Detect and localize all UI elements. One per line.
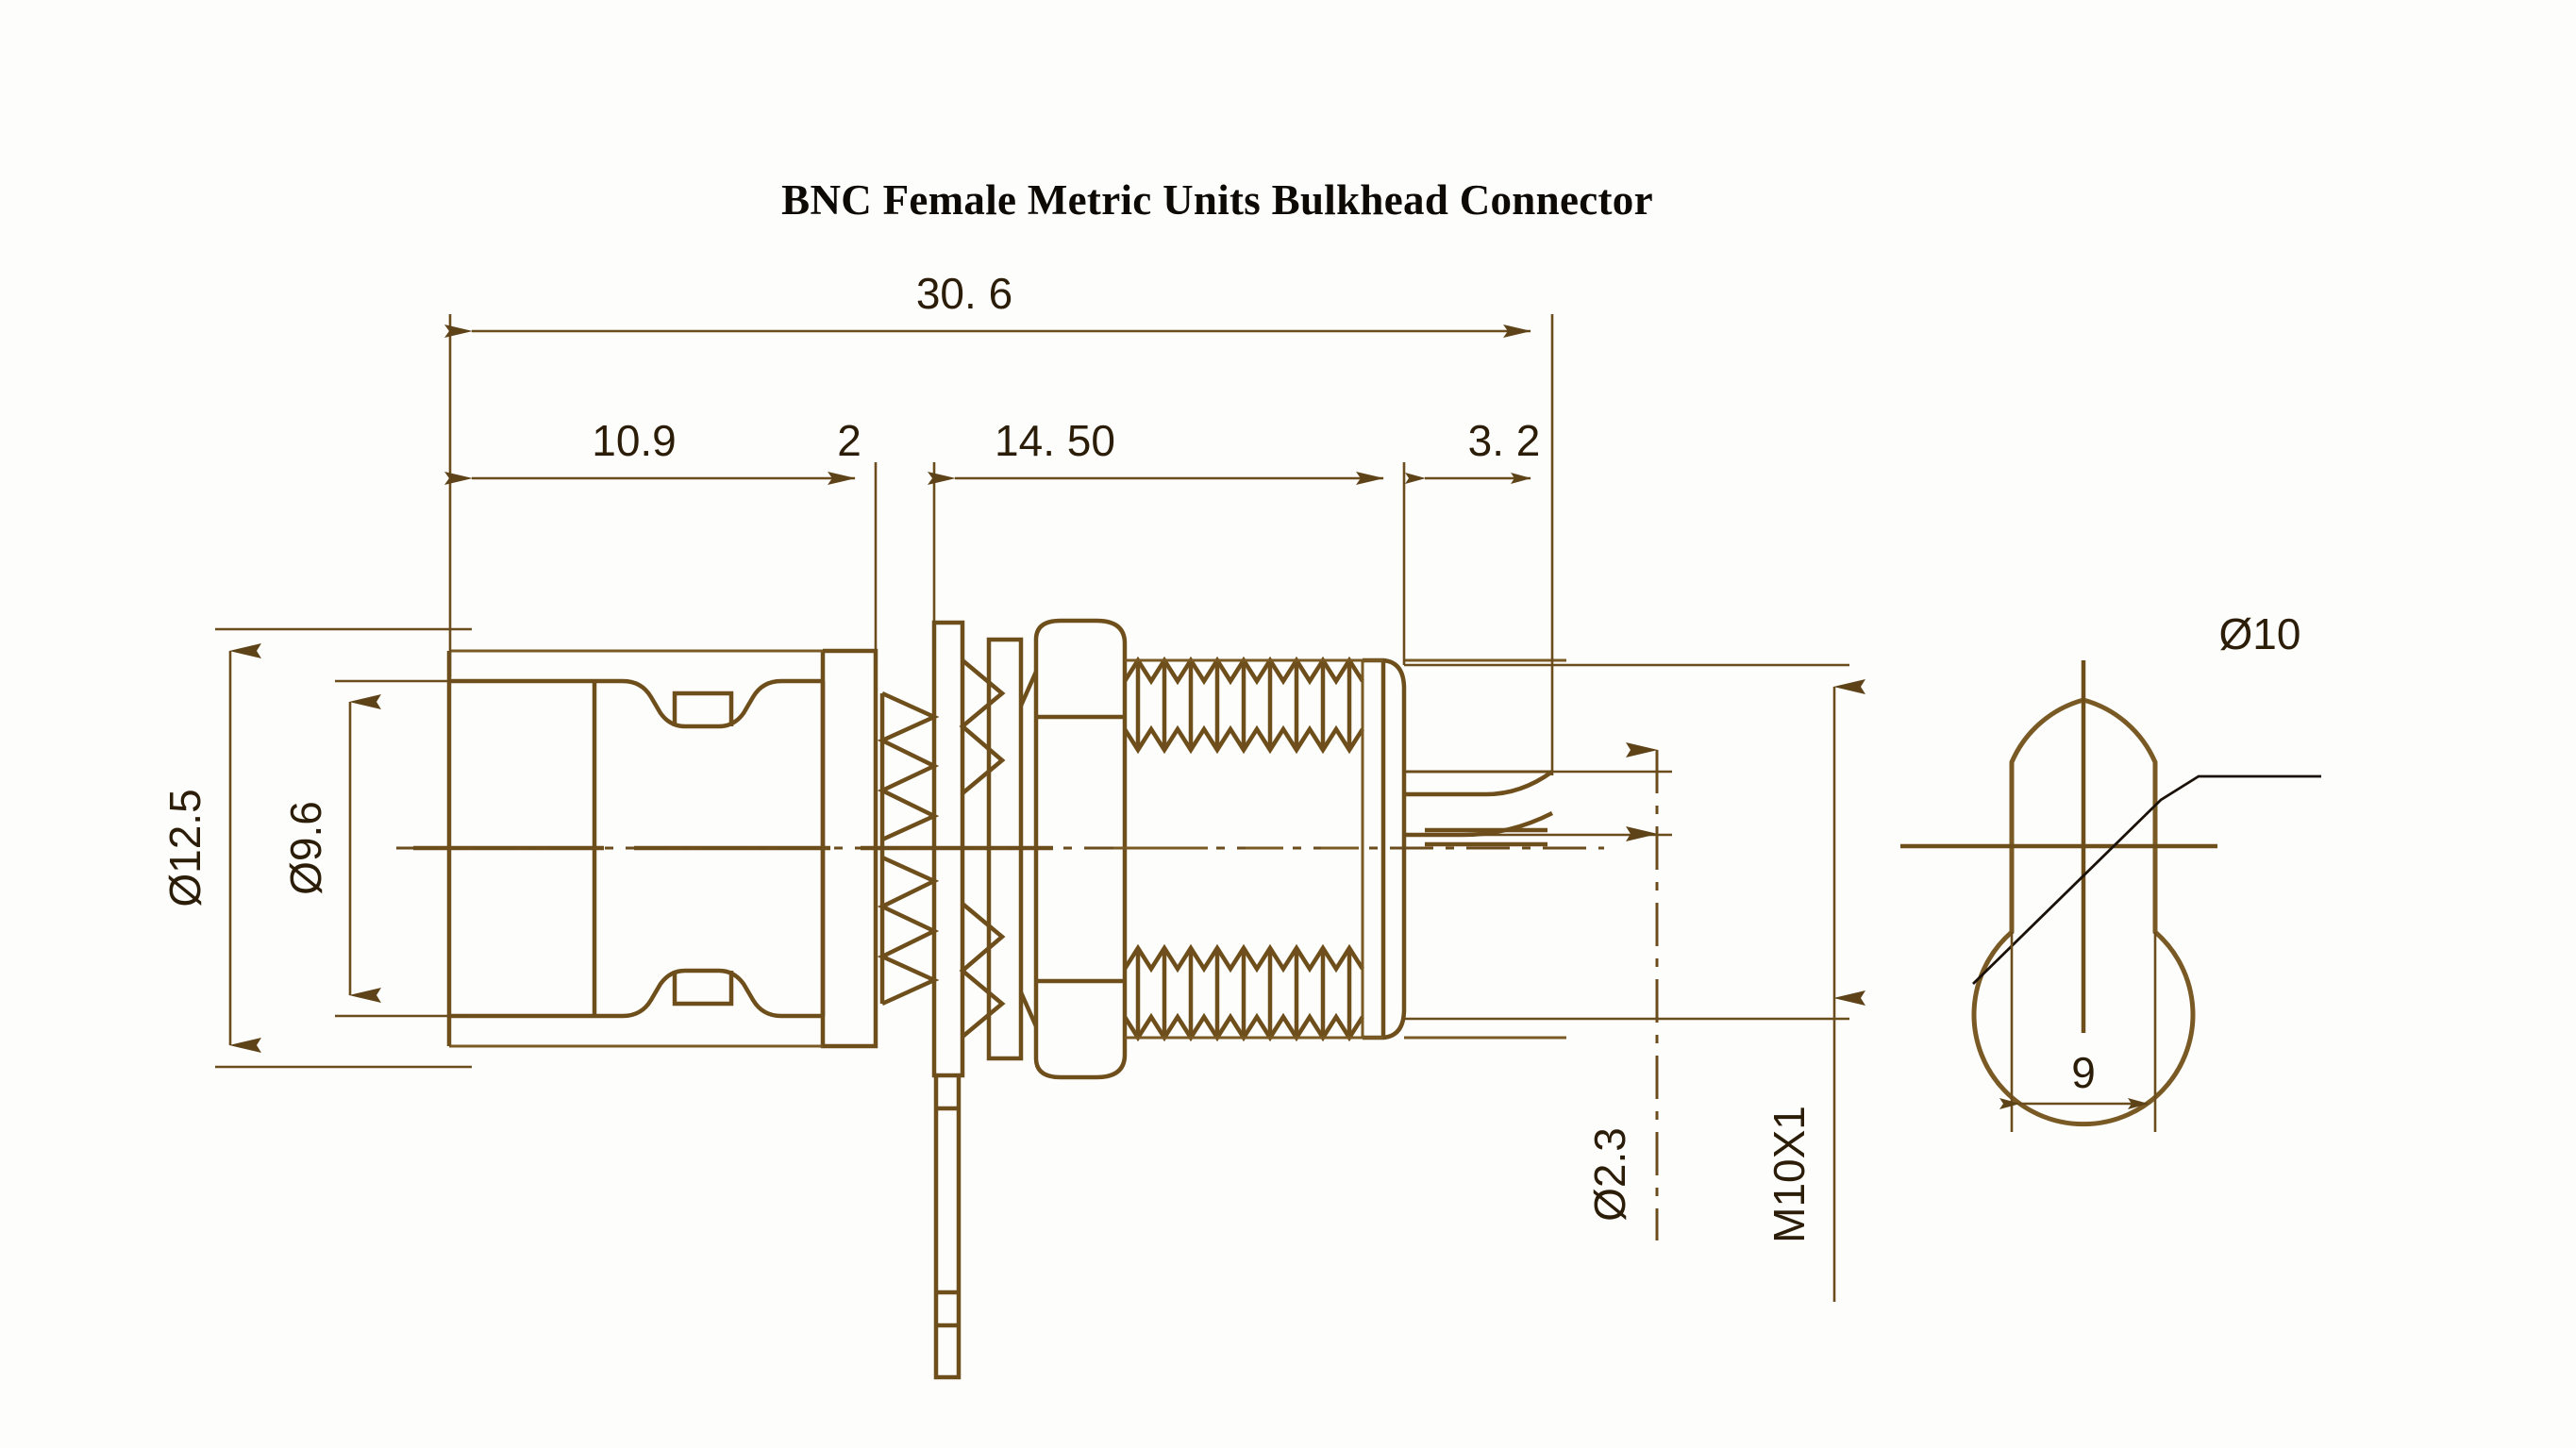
pin-length-label: 3. 2 <box>1468 416 1541 465</box>
dimension-lines-top: 30. 6 10.9 2 14. 50 3. 2 <box>444 269 1554 775</box>
thread-section-length-label: 14. 50 <box>995 416 1115 465</box>
coupling-nut-length-label: 10.9 <box>592 416 677 465</box>
dimension-lines-right: Ø2.3 M10X1 <box>1404 663 1865 1302</box>
coupling-nut-diameter-label: Ø12.5 <box>160 789 209 907</box>
star-lock-washer <box>877 620 1006 1380</box>
page-title: BNC Female Metric Units Bulkhead Connect… <box>781 176 1653 224</box>
front-view-across-flats-label: 9 <box>2071 1048 2096 1097</box>
thread-spec-label: M10X1 <box>1765 1106 1814 1243</box>
inner-bore-lines <box>1125 658 1566 1040</box>
dimension-lines-left: Ø12.5 Ø9.6 <box>160 627 472 1069</box>
solder-pin <box>1404 770 1554 847</box>
side-section-view <box>396 618 1604 1380</box>
body-diameter-label: Ø9.6 <box>281 801 330 895</box>
front-end-view: Ø10 9 <box>1900 609 2321 1132</box>
front-view-diameter-leader <box>1972 774 2321 985</box>
pin-diameter-label: Ø2.3 <box>1585 1127 1634 1222</box>
overall-length-label: 30. 6 <box>916 269 1012 318</box>
flange-thickness-label: 2 <box>837 416 861 465</box>
front-view-diameter-label: Ø10 <box>2219 609 2301 658</box>
flat-washer <box>986 637 1024 1061</box>
hex-nut <box>1018 618 1128 1080</box>
